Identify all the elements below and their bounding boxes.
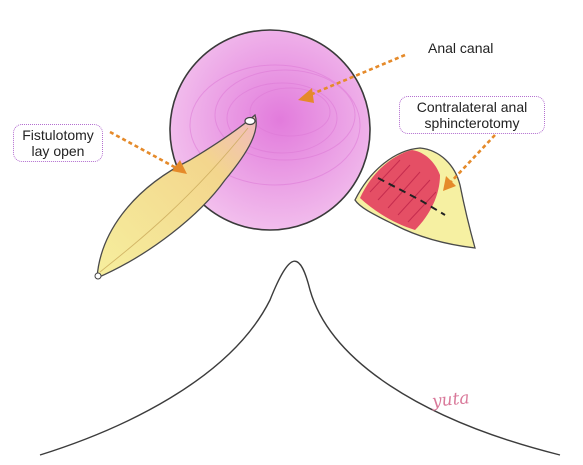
artist-signature: yuta bbox=[431, 388, 470, 412]
label-fistulotomy-line2: lay open bbox=[20, 143, 96, 159]
label-anal-canal: Anal canal bbox=[428, 40, 493, 56]
internal-opening-dot bbox=[245, 118, 255, 125]
label-contralateral-line2: sphincterotomy bbox=[406, 115, 538, 131]
buttocks-outline bbox=[40, 261, 560, 455]
external-opening-dot bbox=[95, 273, 101, 279]
label-fistulotomy: Fistulotomy lay open bbox=[13, 124, 103, 162]
label-contralateral-line1: Contralateral anal bbox=[406, 99, 538, 115]
label-fistulotomy-line1: Fistulotomy bbox=[20, 127, 96, 143]
arrow-sphincterotomy bbox=[448, 135, 495, 185]
label-contralateral-sphincterotomy: Contralateral anal sphincterotomy bbox=[399, 96, 545, 134]
